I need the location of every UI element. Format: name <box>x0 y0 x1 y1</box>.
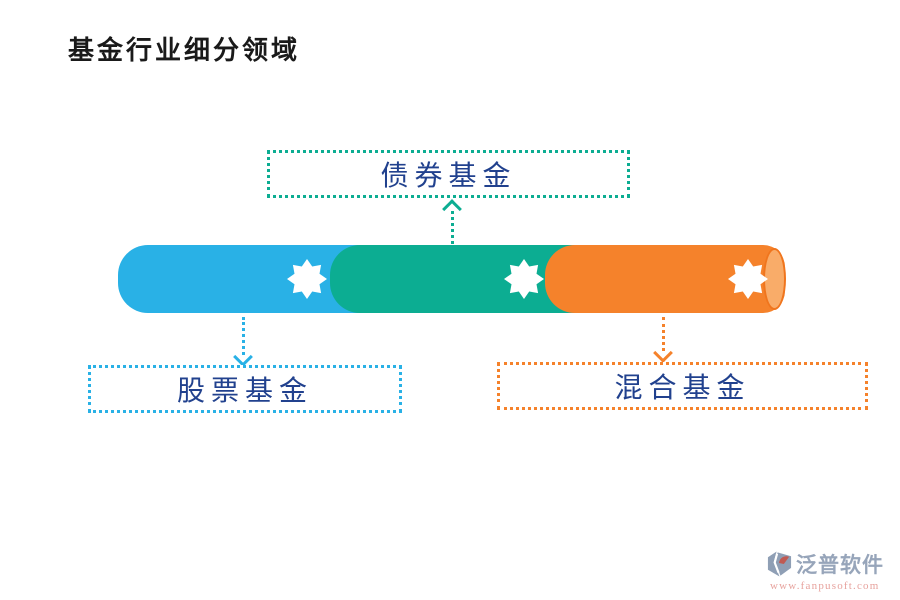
label-bond: 债券基金 <box>380 161 517 192</box>
dotted-connector-stock <box>242 317 245 355</box>
label-stock: 股票基金 <box>176 376 313 407</box>
eight-point-star-icon <box>504 259 544 299</box>
watermark: 泛普软件 www.fanpusoft.com <box>766 549 896 592</box>
label-box-stock: 股票基金 <box>88 365 402 413</box>
page-title: 基金行业细分领域 <box>68 36 301 65</box>
dotted-connector-bond <box>451 211 454 244</box>
label-box-mixed: 混合基金 <box>497 362 868 410</box>
label-mixed: 混合基金 <box>614 373 751 404</box>
watermark-url: www.fanpusoft.com <box>770 580 880 592</box>
arrow-down-icon <box>653 343 673 363</box>
eight-point-star-icon <box>287 259 327 299</box>
label-box-bond: 债券基金 <box>267 150 630 198</box>
watermark-brand: 泛普软件 <box>796 553 884 577</box>
dotted-connector-mixed <box>662 317 665 351</box>
eight-point-star-icon <box>728 259 768 299</box>
fanpu-logo-icon <box>767 551 792 577</box>
arrow-down-icon <box>233 347 253 367</box>
